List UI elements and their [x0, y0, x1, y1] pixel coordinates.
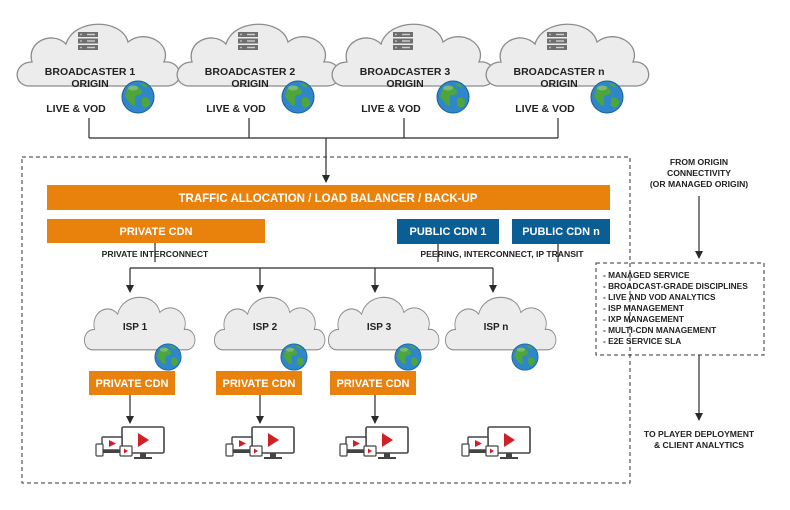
- server-icon: [547, 32, 567, 50]
- isp-label: ISP n: [484, 322, 509, 333]
- service-item: - MULTI-CDN MANAGEMENT: [603, 325, 716, 335]
- broadcaster-2: BROADCASTER 2 ORIGIN LIVE & VOD: [176, 23, 341, 115]
- from-origin-line-3: (OR MANAGED ORIGIN): [650, 179, 748, 189]
- isp-label: ISP 3: [367, 322, 392, 333]
- isp-label: ISP 2: [253, 322, 278, 333]
- broadcaster-origin: ORIGIN: [231, 78, 268, 90]
- isp-1-private-cdn: [89, 371, 175, 395]
- isp-2-private-cdn-label: PRIVATE CDN: [223, 378, 296, 390]
- traffic-allocation-label: TRAFFIC ALLOCATION / LOAD BALANCER / BAC…: [179, 193, 478, 205]
- broadcaster-sub: LIVE & VOD: [46, 103, 106, 115]
- globe-icon: [280, 343, 308, 371]
- broadcaster-name: BROADCASTER 1: [45, 66, 136, 78]
- broadcaster-n: BROADCASTER n ORIGIN LIVE & VOD: [485, 23, 650, 115]
- broadcaster-name: BROADCASTER 3: [360, 66, 451, 78]
- isp-1: ISP 1: [83, 296, 196, 371]
- isp-3-private-cdn-label: PRIVATE CDN: [337, 378, 410, 390]
- isp-3-private-cdn: [330, 371, 416, 395]
- peering-label: PEERING, INTERCONNECT, IP TRANSIT: [420, 249, 584, 259]
- private-interconnect-label: PRIVATE INTERCONNECT: [102, 249, 209, 259]
- isp-2-private-cdn: [216, 371, 302, 395]
- broadcaster-sub: LIVE & VOD: [515, 103, 575, 115]
- isp-n: ISP n: [444, 296, 557, 371]
- globe-icon: [511, 343, 539, 371]
- service-item: - LIVE AND VOD ANALYTICS: [603, 292, 716, 302]
- globe-icon: [121, 80, 155, 114]
- devices-icon: [95, 426, 165, 460]
- devices-icon: [339, 426, 409, 460]
- globe-icon: [281, 80, 315, 114]
- service-item: - IXP MANAGEMENT: [603, 314, 684, 324]
- traffic-allocation-bar: [47, 185, 610, 210]
- distribution-connectors: [126, 243, 559, 424]
- private-cdn-top: [47, 219, 265, 243]
- public-cdn-n-label: PUBLIC CDN n: [522, 226, 600, 238]
- devices-icon: [225, 426, 295, 460]
- public-cdn-1: [397, 219, 499, 244]
- globe-icon: [436, 80, 470, 114]
- to-player-line-1: TO PLAYER DEPLOYMENT: [644, 429, 755, 439]
- origin-connectors: [88, 118, 559, 183]
- private-cdn-top-label: PRIVATE CDN: [120, 226, 193, 238]
- public-cdn-n: [512, 219, 610, 244]
- from-origin-line-1: FROM ORIGIN: [670, 157, 728, 167]
- from-origin-line-2: CONNECTIVITY: [667, 168, 731, 178]
- broadcaster-1: BROADCASTER 1 ORIGIN LIVE & VOD: [16, 23, 181, 115]
- service-item: - BROADCAST-GRADE DISCIPLINES: [603, 281, 748, 291]
- globe-icon: [394, 343, 422, 371]
- isp-2: ISP 2: [213, 296, 326, 371]
- isp-3: ISP 3: [327, 296, 440, 371]
- devices-icon: [461, 426, 531, 460]
- server-icon: [78, 32, 98, 50]
- broadcaster-origin: ORIGIN: [540, 78, 577, 90]
- server-icon: [238, 32, 258, 50]
- globe-icon: [154, 343, 182, 371]
- broadcaster-3: BROADCASTER 3 ORIGIN LIVE & VOD: [331, 23, 496, 115]
- service-item: - ISP MANAGEMENT: [603, 303, 684, 313]
- broadcaster-sub: LIVE & VOD: [206, 103, 266, 115]
- service-item: - MANAGED SERVICE: [603, 270, 690, 280]
- broadcaster-name: BROADCASTER 2: [205, 66, 296, 78]
- globe-icon: [590, 80, 624, 114]
- service-item: - E2E SERVICE SLA: [603, 336, 681, 346]
- isp-label: ISP 1: [123, 322, 148, 333]
- broadcaster-origin: ORIGIN: [71, 78, 108, 90]
- broadcaster-origin: ORIGIN: [386, 78, 423, 90]
- to-player-line-2: & CLIENT ANALYTICS: [654, 440, 744, 450]
- broadcaster-sub: LIVE & VOD: [361, 103, 421, 115]
- isp-1-private-cdn-label: PRIVATE CDN: [96, 378, 169, 390]
- broadcaster-name: BROADCASTER n: [514, 66, 605, 78]
- services-box: [595, 262, 765, 356]
- public-cdn-1-label: PUBLIC CDN 1: [409, 226, 486, 238]
- server-icon: [393, 32, 413, 50]
